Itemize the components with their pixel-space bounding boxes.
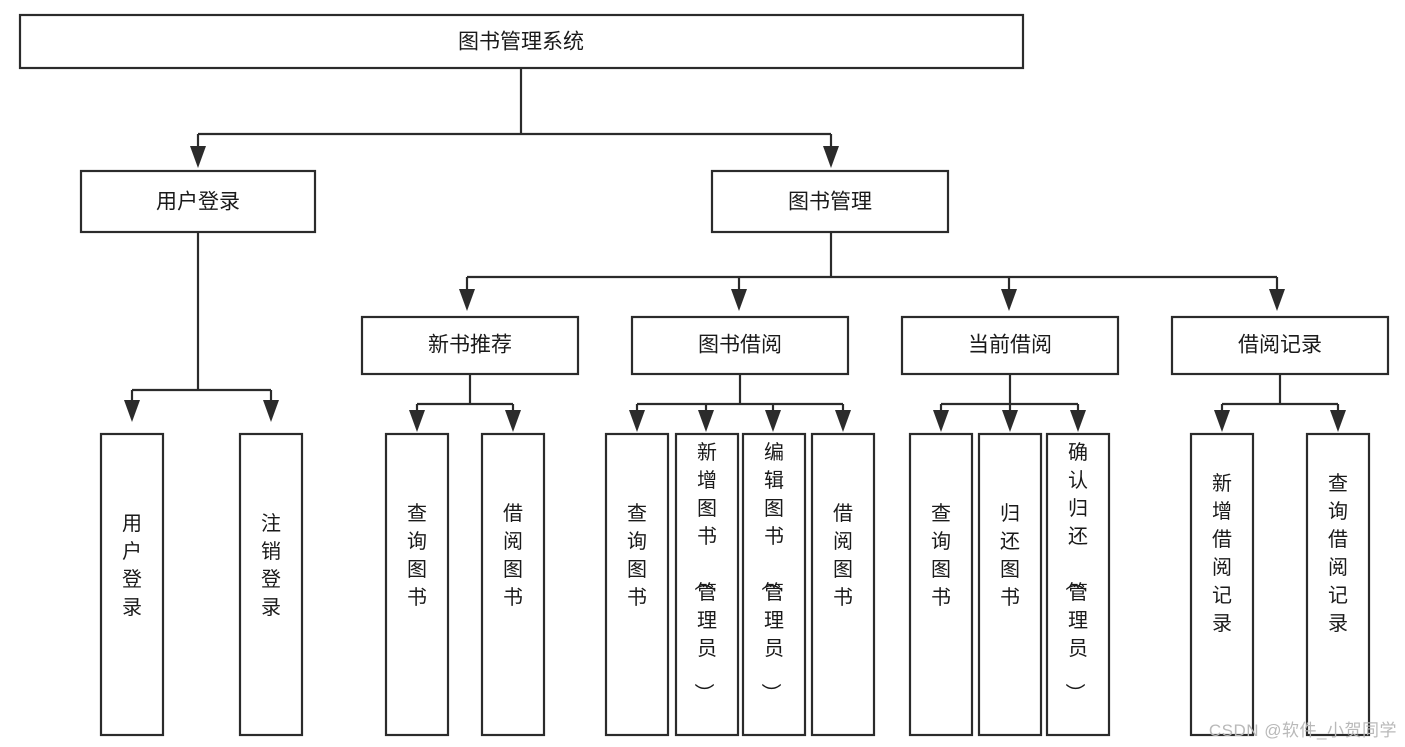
- leaf-node[interactable]: 用户登录: [99, 432, 165, 737]
- leaf-label: 查询图书: [931, 502, 951, 609]
- arrow-icon: [505, 410, 521, 432]
- node-root-box[interactable]: [18, 13, 1025, 70]
- leaf-box[interactable]: [741, 432, 807, 737]
- arrow-icon: [698, 410, 714, 432]
- node-current-borrow-label: 当前借阅: [968, 334, 1052, 357]
- leaf-node[interactable]: 注销登录: [238, 432, 304, 737]
- leaf-label: 查询图书: [627, 502, 647, 609]
- csdn-watermark: CSDN @软件_小贺同学: [1208, 721, 1397, 740]
- leaf-box[interactable]: [674, 432, 740, 737]
- node-borrow-record[interactable]: 借阅记录: [1170, 315, 1390, 376]
- leaf-box[interactable]: [384, 432, 450, 737]
- arrow-icon: [765, 410, 781, 432]
- node-borrow-record-label: 借阅记录: [1238, 334, 1322, 357]
- node-book-borrow-box[interactable]: [630, 315, 850, 376]
- node-root-label: 图书管理系统: [458, 31, 584, 54]
- leaf-label: 注销登录: [261, 512, 281, 619]
- arrow-icon: [459, 289, 475, 311]
- leaf-node[interactable]: 查询图书: [908, 432, 974, 737]
- leaf-label: 编辑图书（管理员）: [759, 441, 784, 703]
- leaf-label: 查询图书: [407, 502, 427, 609]
- leaf-node[interactable]: 确认归还（管理员）: [1045, 432, 1111, 737]
- node-new-book-recommend[interactable]: 新书推荐: [360, 315, 580, 376]
- node-user-login-label: 用户登录: [156, 191, 240, 214]
- leaf-node[interactable]: 借阅图书: [480, 432, 546, 737]
- arrow-icon: [629, 410, 645, 432]
- node-current-borrow-box[interactable]: [900, 315, 1120, 376]
- arrow-icon: [835, 410, 851, 432]
- node-book-borrow[interactable]: 图书借阅: [630, 315, 850, 376]
- leaf-label: 归还图书: [1000, 502, 1020, 609]
- node-new-book-recommend-box[interactable]: [360, 315, 580, 376]
- arrow-icon: [731, 289, 747, 311]
- leaf-box[interactable]: [977, 432, 1043, 737]
- node-borrow-record-box[interactable]: [1170, 315, 1390, 376]
- leaf-node[interactable]: 编辑图书（管理员）: [741, 432, 807, 737]
- arrow-icon: [823, 146, 839, 168]
- node-new-book-recommend-label: 新书推荐: [428, 334, 512, 357]
- node-root-system[interactable]: 图书管理系统: [18, 13, 1025, 70]
- leaf-node[interactable]: 查询图书: [604, 432, 670, 737]
- leaf-label: 借阅图书: [833, 502, 853, 609]
- leaf-box[interactable]: [810, 432, 876, 737]
- leaf-box[interactable]: [604, 432, 670, 737]
- leaf-box[interactable]: [1305, 432, 1371, 737]
- leaf-box[interactable]: [480, 432, 546, 737]
- node-user-login-box[interactable]: [79, 169, 317, 234]
- leaf-node[interactable]: 查询借阅记录: [1305, 432, 1371, 737]
- node-book-management[interactable]: 图书管理: [710, 169, 950, 234]
- node-book-management-box[interactable]: [710, 169, 950, 234]
- leaf-node[interactable]: 新增图书（管理员）: [674, 432, 740, 737]
- leaf-label: 借阅图书: [503, 502, 523, 609]
- node-book-borrow-label: 图书借阅: [698, 334, 782, 357]
- leaf-label: 新增图书（管理员）: [692, 441, 717, 703]
- arrow-icon: [409, 410, 425, 432]
- leaf-label: 查询借阅记录: [1328, 472, 1348, 635]
- node-book-management-label: 图书管理: [788, 191, 872, 214]
- leaf-box[interactable]: [99, 432, 165, 737]
- arrow-icon: [263, 400, 279, 422]
- leaf-label: 用户登录: [122, 513, 142, 619]
- leaf-box[interactable]: [1189, 432, 1255, 737]
- arrow-icon: [124, 400, 140, 422]
- arrow-icon: [1002, 410, 1018, 432]
- arrow-icon: [1214, 410, 1230, 432]
- arrow-icon: [933, 410, 949, 432]
- connector-layer: [124, 68, 1346, 432]
- leaf-node[interactable]: 查询图书: [384, 432, 450, 737]
- leaf-box[interactable]: [908, 432, 974, 737]
- arrow-icon: [1330, 410, 1346, 432]
- arrow-icon: [1001, 289, 1017, 311]
- leaf-box[interactable]: [1045, 432, 1111, 737]
- leaf-node[interactable]: 借阅图书: [810, 432, 876, 737]
- arrow-icon: [1269, 289, 1285, 311]
- leaf-node[interactable]: 新增借阅记录: [1189, 432, 1255, 737]
- leaf-label: 确认归还（管理员）: [1063, 441, 1088, 703]
- leaf-node[interactable]: 归还图书: [977, 432, 1043, 737]
- arrow-icon: [1070, 410, 1086, 432]
- node-current-borrow[interactable]: 当前借阅: [900, 315, 1120, 376]
- node-user-login[interactable]: 用户登录: [79, 169, 317, 234]
- leaf-label: 新增借阅记录: [1212, 472, 1232, 635]
- arrow-icon: [190, 146, 206, 168]
- leaf-box[interactable]: [238, 432, 304, 737]
